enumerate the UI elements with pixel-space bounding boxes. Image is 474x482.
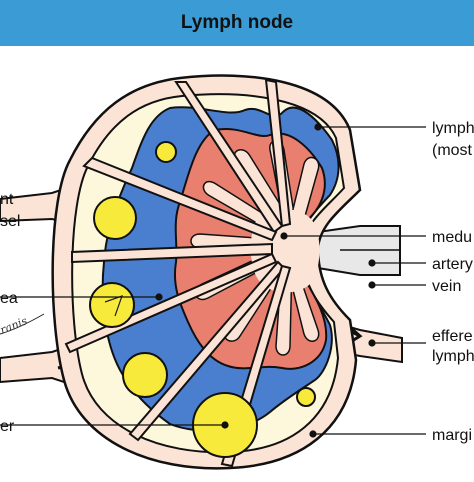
follicle bbox=[89, 282, 135, 328]
follicle bbox=[155, 141, 177, 163]
label-artery: artery bbox=[432, 256, 473, 273]
title-bar: Lymph node bbox=[0, 0, 474, 46]
handwritten-note: ranis bbox=[0, 314, 29, 337]
leader-lines bbox=[0, 123, 426, 438]
label-lymph: lymph bbox=[432, 120, 474, 137]
label-vein: vein bbox=[432, 278, 461, 295]
label-afferent: nt bbox=[0, 191, 14, 208]
handwritten-underline bbox=[0, 313, 45, 335]
handwritten-mark bbox=[104, 295, 123, 317]
label-efferent-lymph: lymph bbox=[432, 348, 474, 365]
follicle bbox=[93, 196, 137, 240]
follicle bbox=[296, 387, 316, 407]
label-cortex: ea bbox=[0, 290, 18, 307]
trabeculae bbox=[64, 78, 292, 468]
label-medulla: medu bbox=[432, 229, 472, 246]
label-efferent: effere bbox=[432, 328, 473, 345]
follicle bbox=[122, 352, 168, 398]
label-germinal: er bbox=[0, 418, 15, 435]
diagram-title: Lymph node bbox=[180, 12, 294, 33]
label-afferent-vessel: sel bbox=[0, 213, 20, 230]
label-lymph-most: (most bbox=[432, 142, 473, 159]
label-margin: margi bbox=[432, 427, 472, 444]
